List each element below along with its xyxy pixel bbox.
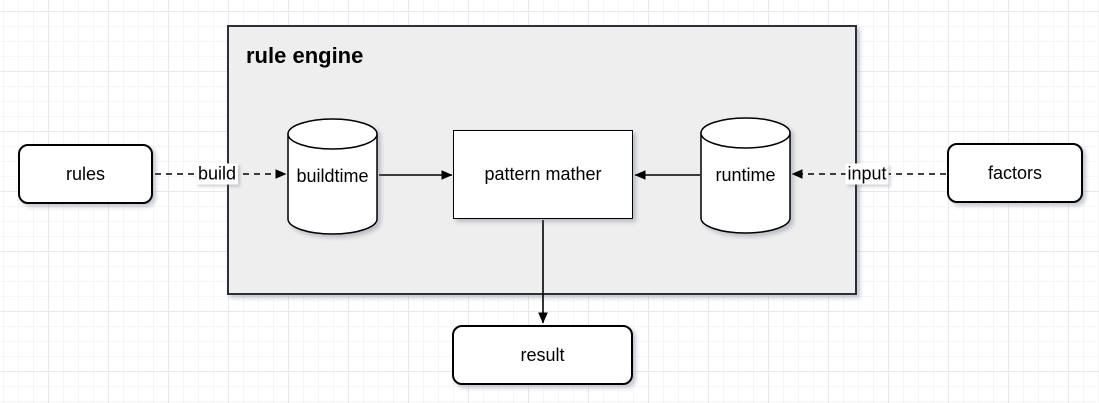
node-result-label: result (520, 344, 565, 365)
node-rules-label: rules (65, 163, 105, 184)
node-factors-label: factors (987, 162, 1043, 183)
node-pattern-matcher-label: pattern mather (484, 164, 602, 184)
edge-label-input[interactable]: input (845, 163, 889, 185)
node-buildtime-label: buildtime (296, 166, 369, 186)
rule-engine-title: rule engine (246, 43, 364, 68)
node-rules[interactable]: rules (18, 144, 153, 204)
node-runtime[interactable]: runtime (700, 117, 791, 235)
node-result[interactable]: result (452, 325, 633, 385)
edge-label-build[interactable]: build (195, 163, 239, 185)
node-buildtime[interactable]: buildtime (287, 118, 378, 236)
cylinder-shape (700, 117, 791, 234)
node-runtime-label: runtime (715, 165, 776, 185)
node-factors[interactable]: factors (947, 143, 1083, 203)
node-pattern-matcher[interactable]: pattern mather (453, 130, 633, 219)
cylinder-shape (287, 118, 378, 235)
